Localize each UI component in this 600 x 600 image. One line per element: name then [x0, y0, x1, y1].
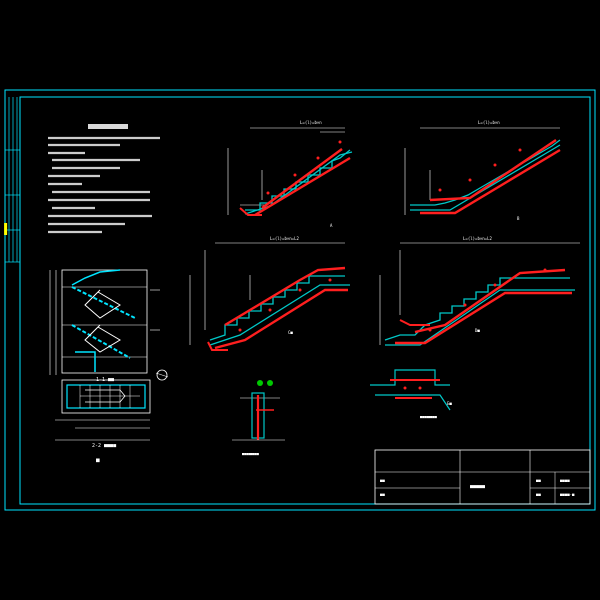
section-1-1: 1-1 ■■: [49, 269, 160, 383]
type-c-dim: L=(l)=b×n=L2: [270, 236, 299, 241]
right-mark-2: ■■: [536, 492, 541, 497]
stair-plan-2-2: 2-2 ■■■■ ■: [55, 369, 169, 464]
type-c-label: C■: [288, 330, 293, 335]
binding-strip-tag: ■■■■: [3, 223, 9, 235]
type-d-label: D■: [475, 328, 480, 333]
general-notes: [48, 124, 160, 234]
type-b-dim: L=(l)=b×n: [478, 120, 500, 125]
type-b-label: B: [517, 216, 520, 221]
type-a-dim: L=(l)=b×n: [300, 120, 322, 125]
type-e-label: E■: [447, 401, 452, 406]
row-mark-1: ■■: [380, 478, 385, 483]
right-mark-1: ■■: [536, 478, 541, 483]
row-mark-2: ■■: [380, 492, 385, 497]
node-detail: ■■■■■■■■: [232, 380, 285, 456]
left-binding-strip: [5, 97, 20, 263]
stair-type-c: L=(l)=b×n=L2 C■: [189, 236, 350, 351]
notes-text-lines: [48, 136, 160, 234]
sheet-title: ■■■■■: [470, 484, 485, 490]
stair-type-a: L=(l)=b×n A: [227, 120, 353, 228]
landing-detail: E■ ■■■■■■■■: [370, 369, 452, 419]
stair-type-d: L=(l)=b×n=L2 D■: [379, 236, 580, 346]
type-d-dim: L=(l)=b×n=L2: [463, 236, 492, 241]
inner-frame: [19, 96, 591, 505]
plan-2-2-label: 2-2 ■■■■: [92, 443, 116, 449]
plan-label: ■: [96, 457, 100, 464]
landing-detail-label: ■■■■■■■■: [420, 415, 438, 419]
right-value-2: ■■■■-■: [560, 492, 575, 497]
notes-title-mark: [88, 124, 128, 129]
node-detail-label: ■■■■■■■■: [242, 452, 260, 456]
right-value-1: ■■■■: [560, 478, 570, 483]
stair-type-b: L=(l)=b×n B: [404, 120, 561, 221]
outer-frame: [4, 89, 596, 511]
title-block: ■■■■■ ■■ ■■ ■■ ■■ ■■■■ ■■■■-■: [374, 449, 591, 505]
type-a-label: A: [330, 223, 333, 228]
